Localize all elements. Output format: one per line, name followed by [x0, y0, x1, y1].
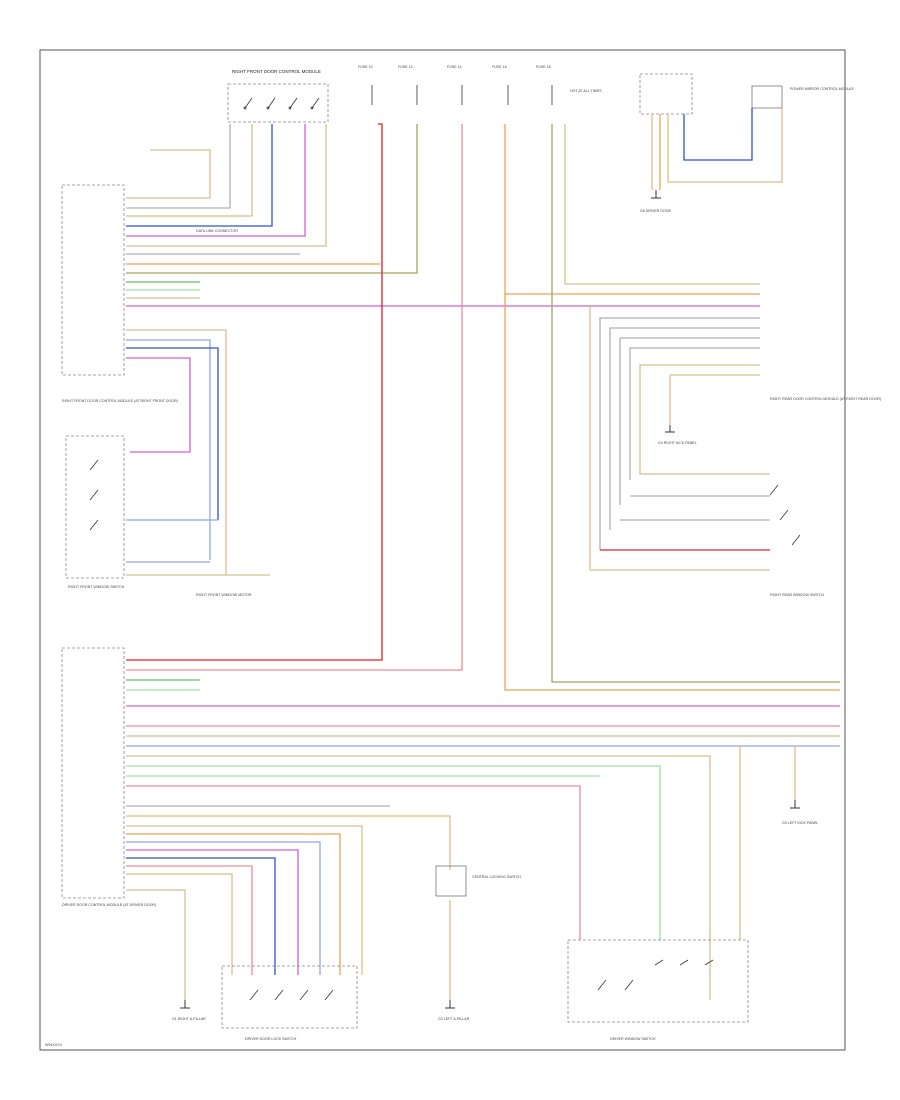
svg-text:G1 RIGHT A-PILLAR: G1 RIGHT A-PILLAR [172, 1017, 206, 1021]
wires-lower [126, 679, 840, 1000]
svg-text:G2 LEFT A-PILLAR: G2 LEFT A-PILLAR [438, 1017, 470, 1021]
mirror-module-inner [751, 85, 783, 109]
ground-g3: G3 LEFT KICK PANEL [782, 800, 818, 825]
rf-door-switch-contacts [243, 97, 320, 110]
ground-g5: G5 DRIVER DOOR [640, 190, 672, 213]
wire-l-pink2 [126, 785, 581, 940]
driver-lock-switch-label: DRIVER DOOR LOCK SWITCH [245, 1037, 297, 1041]
driver-door-module-label: DRIVER DOOR CONTROL MODULE (AT DRIVER DO… [62, 903, 156, 907]
wire-l-tan7 [126, 873, 233, 975]
rf-door-switch-box [227, 83, 329, 123]
grounds: G1 RIGHT A-PILLAR G2 LEFT A-PILLAR G3 LE… [172, 190, 818, 1021]
wire-mirror-blue [683, 108, 753, 161]
ground-g2: G2 LEFT A-PILLAR [438, 1000, 470, 1021]
driver-door-module-box [61, 647, 125, 899]
wire-l-tan8 [126, 889, 186, 1000]
mirror-module-box [639, 73, 693, 115]
wire-tan-4 [126, 329, 227, 575]
driver-lock-switch-contacts [249, 989, 334, 1001]
wire-tan-3 [126, 124, 327, 247]
fuse-label-3: FUSE 14 [447, 65, 462, 69]
svg-text:G4 RIGHT KICK PANEL: G4 RIGHT KICK PANEL [658, 441, 697, 445]
rf-window-switch-box [65, 435, 125, 579]
ground-g1: G1 RIGHT A-PILLAR [172, 1000, 206, 1021]
wire-olive-1 [126, 124, 418, 274]
wire-rr-gray1 [599, 317, 760, 550]
wire-tan-2 [126, 124, 253, 217]
wire-l-tan6 [126, 825, 363, 975]
wire-tan-1 [126, 149, 211, 199]
driver-lock-switch-box [221, 965, 358, 1029]
wire-rr-gray4 [629, 347, 760, 480]
rr-door-module-label: RIGHT REAR DOOR CONTROL MODULE (AT RIGHT… [770, 397, 881, 401]
fuse-label-2: FUSE 12 [398, 65, 413, 69]
wire-rr-ground [669, 374, 760, 425]
connector-note: DATA LINK CONNECTOR [196, 229, 238, 233]
wire-pink-main [126, 124, 463, 671]
diagram-frame [39, 49, 846, 1051]
driver-window-switch-label: DRIVER WINDOW SWITCH [610, 1037, 656, 1041]
fuse-label-5: FUSE 18 [536, 65, 551, 69]
rf-door-module-label: RIGHT FRONT DOOR CONTROL MODULE (AT RIGH… [62, 399, 178, 403]
wire-l-blue [126, 857, 276, 975]
rr-wires [589, 306, 770, 571]
wire-olive-feed [551, 124, 840, 683]
wire-lightblue-1 [126, 339, 211, 560]
wire-violet-1 [126, 124, 306, 237]
wire-l-tan5 [126, 815, 451, 870]
rf-window-switch-label: RIGHT FRONT WINDOW SWITCH [68, 585, 125, 589]
fuse-block: FUSE 10 FUSE 12 FUSE 14 FUSE 16 FUSE 18 … [358, 65, 602, 93]
svg-text:G3 LEFT KICK PANEL: G3 LEFT KICK PANEL [782, 821, 818, 825]
wire-blue-1 [126, 124, 273, 227]
wire-rr-tan [589, 306, 770, 571]
wire-violet-2 [126, 357, 191, 453]
wire-rr-tan2 [639, 364, 770, 475]
wire-l-green2 [126, 765, 661, 940]
wire-mirror-tan2 [667, 108, 783, 183]
mirror-wires [651, 108, 783, 190]
mirror-module-label: POWER MIRROR CONTROL MODULE [790, 87, 855, 91]
wire-orange-feed [504, 124, 840, 691]
wires-top-left [126, 124, 760, 576]
wire-l-violet2 [126, 849, 299, 975]
rr-window-switch-contacts [769, 484, 801, 546]
diagram-id: W94XXXX [45, 1043, 63, 1047]
svg-text:G5 DRIVER DOOR: G5 DRIVER DOOR [640, 209, 672, 213]
wire-l-pink3 [126, 865, 253, 975]
wire-l-lightblue2 [126, 841, 321, 975]
wire-rr-gray2 [609, 327, 760, 530]
rf-window-motor-label: RIGHT FRONT WINDOW MOTOR [196, 593, 252, 597]
rr-window-switch-label: RIGHT REAR WINDOW SWITCH [770, 593, 824, 597]
wire-red-main [126, 123, 383, 661]
fuse-symbols [371, 85, 553, 105]
driver-window-switch-box [567, 939, 749, 1023]
wire-rr-gray3 [619, 337, 760, 505]
rf-door-switch-label: RIGHT FRONT DOOR CONTROL MODULE [232, 69, 321, 74]
fuse-block-label: HOT AT ALL TIMES [570, 89, 602, 93]
central-locking-switch-label: CENTRAL LOCKING SWITCH [472, 875, 521, 879]
wire-gray-1 [126, 124, 231, 209]
rf-door-module-box [61, 184, 125, 376]
fuse-feeds [126, 123, 840, 691]
wire-blue-2 [126, 347, 219, 520]
driver-window-switch-contacts [597, 959, 714, 991]
rf-window-switch-contacts [89, 459, 99, 531]
fuse-label-4: FUSE 16 [492, 65, 507, 69]
wire-l-tan2 [126, 755, 711, 1000]
fuse-label-1: FUSE 10 [358, 65, 373, 69]
central-locking-switch-box [435, 865, 467, 897]
ground-g4: G4 RIGHT KICK PANEL [658, 425, 697, 445]
wire-l-orange [126, 833, 341, 975]
